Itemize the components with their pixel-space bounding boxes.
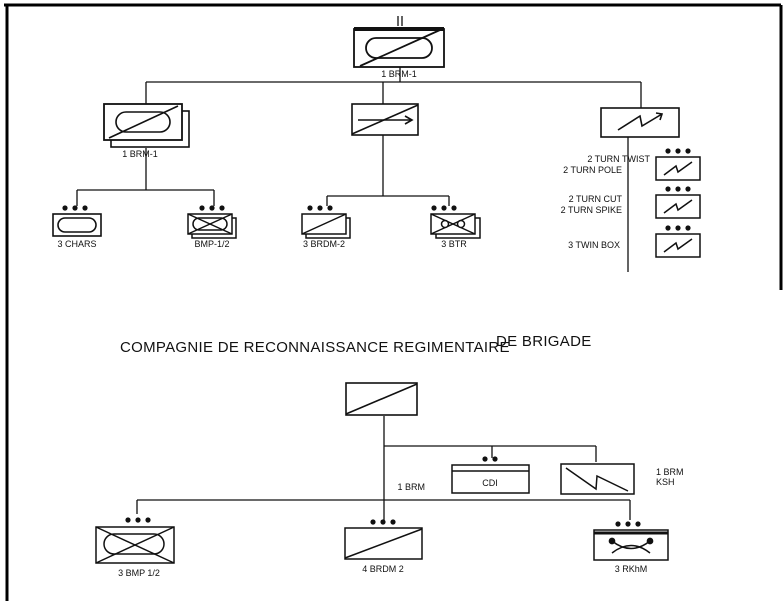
label-turn-cut: 2 TURN CUT [569,194,623,204]
radar-symbol-icon [655,233,701,258]
chemical-recon-symbol-icon [593,529,669,561]
label-twin-box: 3 TWIN BOX [568,240,620,250]
label-brdm2: 3 BRDM-2 [303,239,345,249]
diagram-title-overlay: DE BRIGADE [496,333,592,350]
label-bot-brdm: 4 BRDM 2 [362,564,404,574]
connector-lines-top [76,16,642,272]
recon-unit-symbol-icon [351,103,419,136]
electronic-warfare-symbol-icon [600,107,680,138]
label-bot-bmp: 3 BMP 1/2 [118,568,160,578]
recon-vehicle-symbol-icon [344,527,423,560]
tank-symbol-icon [52,213,102,237]
connector-lines-bottom [136,416,631,520]
mechanized-infantry-symbol-icon [95,526,175,564]
radar-symbol-icon [655,194,701,219]
label-turn-twist: 2 TURN TWIST [587,154,650,164]
apc-symbol-icon [430,213,481,239]
electronic-warfare-symbol-icon [560,463,635,495]
diagram-title: COMPAGNIE DE RECONNAISSANCE REGIMENTAIRE [120,339,510,356]
mechanized-infantry-symbol-icon [187,213,237,239]
label-turn-spike: 2 TURN SPIKE [561,205,622,215]
page-frame [4,3,783,601]
label-top-hq: 1 BRM-1 [381,69,417,79]
label-btr: 3 BTR [441,239,467,249]
label-brm-left: 1 BRM [397,482,425,492]
hq-symbol-bottom [345,382,418,416]
hq-symbol-top [353,27,445,68]
armored-unit-symbol-icon [103,103,190,148]
label-bmp12: BMP-1/2 [194,239,229,249]
label-cdi: CDI [482,478,498,488]
label-bot-rkhm: 3 RKhM [615,564,648,574]
recon-vehicle-symbol-icon [301,213,351,239]
label-left-hq: 1 BRM-1 [122,149,158,159]
label-ksh: KSH [656,477,675,487]
command-data-symbol-icon [451,464,530,494]
radar-symbol-icon [655,156,701,181]
label-turn-pole: 2 TURN POLE [563,165,622,175]
label-brm-right: 1 BRM [656,467,684,477]
label-chars: 3 CHARS [57,239,96,249]
